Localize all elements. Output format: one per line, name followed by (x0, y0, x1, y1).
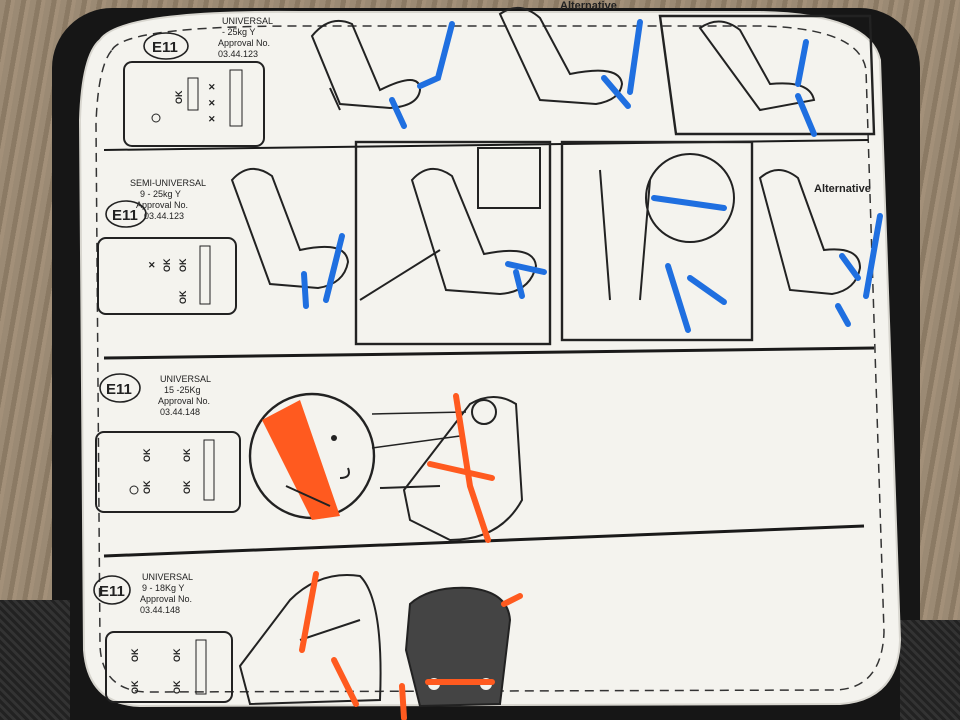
seat-map-icon: OK OK OK OK (95, 431, 241, 513)
ok-label: OK (162, 258, 172, 272)
approval-label: Approval No. (218, 38, 270, 48)
approval-label: Approval No. (136, 200, 188, 210)
approval-number: 03.44.148 (140, 605, 180, 615)
separator-3 (103, 524, 865, 558)
section-4-approval: E11 UNIVERSAL 9 - 18Kg Y Approval No. 03… (93, 572, 193, 615)
ok-label: OK (178, 258, 188, 272)
ok-label: OK (182, 480, 192, 494)
approval-number: 03.44.123 (218, 49, 258, 59)
seatbelt-diagram (427, 393, 495, 543)
section-3-approval: E11 UNIVERSAL 15 -25Kg Approval No. 03.4… (99, 373, 211, 417)
ok-label: OK (182, 448, 192, 462)
approval-number: 03.44.148 (160, 407, 200, 417)
ok-label: OK (174, 90, 184, 104)
x-mark: ✕ (208, 114, 216, 124)
seat-mesh-right (900, 620, 960, 720)
x-mark: ✕ (148, 260, 156, 270)
ok-label: OK (178, 290, 188, 304)
weight-range: 9 - 18Kg Y (142, 583, 184, 593)
section-2-approval: E11 SEMI-UNIVERSAL 9 - 25kg Y Approval N… (105, 178, 206, 228)
approval-label: Approval No. (158, 396, 210, 406)
ok-label: OK (142, 480, 152, 494)
car-seat-illustration (310, 7, 876, 136)
label-dashed-border (95, 25, 885, 693)
ok-label: OK (130, 680, 140, 694)
separator-2 (103, 346, 875, 360)
ok-label: OK (130, 648, 140, 662)
seatbelt-diagram (301, 195, 883, 333)
car-seat-illustration (379, 396, 524, 542)
seatbelt-diagram (389, 19, 817, 137)
seat-map-icon: ✕ OK OK OK (97, 237, 237, 315)
weight-range: - 25kg Y (222, 27, 255, 37)
alternative-label: Alternative (560, 0, 617, 12)
ok-label: OK (172, 680, 182, 694)
approval-type: UNIVERSAL (160, 374, 211, 384)
e11-mark: E11 (152, 39, 178, 56)
x-mark: ✕ (208, 98, 216, 108)
weight-range: 9 - 25kg Y (140, 189, 181, 199)
seat-map-icon: OK OK OK OK (105, 631, 233, 703)
ok-label: OK (172, 648, 182, 662)
x-mark: ✕ (208, 82, 216, 92)
approval-type: UNIVERSAL (222, 16, 273, 26)
approval-type: UNIVERSAL (142, 572, 193, 582)
approval-type: SEMI-UNIVERSAL (130, 178, 206, 188)
seat-mesh-left (0, 600, 70, 720)
weight-range: 15 -25Kg (164, 385, 201, 395)
alternative-label: Alternative (814, 183, 871, 195)
e11-mark: E11 (106, 381, 132, 398)
seatbelt-diagram (299, 571, 523, 720)
approval-number: 03.44.123 (144, 211, 184, 221)
approval-label: Approval No. (140, 594, 192, 604)
section-1-approval: E11 UNIVERSAL - 25kg Y Approval No. 03.4… (143, 16, 273, 60)
seat-map-icon: OK ✕ ✕ ✕ (123, 61, 265, 147)
ok-label: OK (142, 448, 152, 462)
child-face-icon (248, 392, 467, 520)
e11-mark: E11 (112, 207, 138, 224)
booster-back-illustration (404, 586, 512, 708)
e11-mark: E11 (99, 583, 125, 600)
